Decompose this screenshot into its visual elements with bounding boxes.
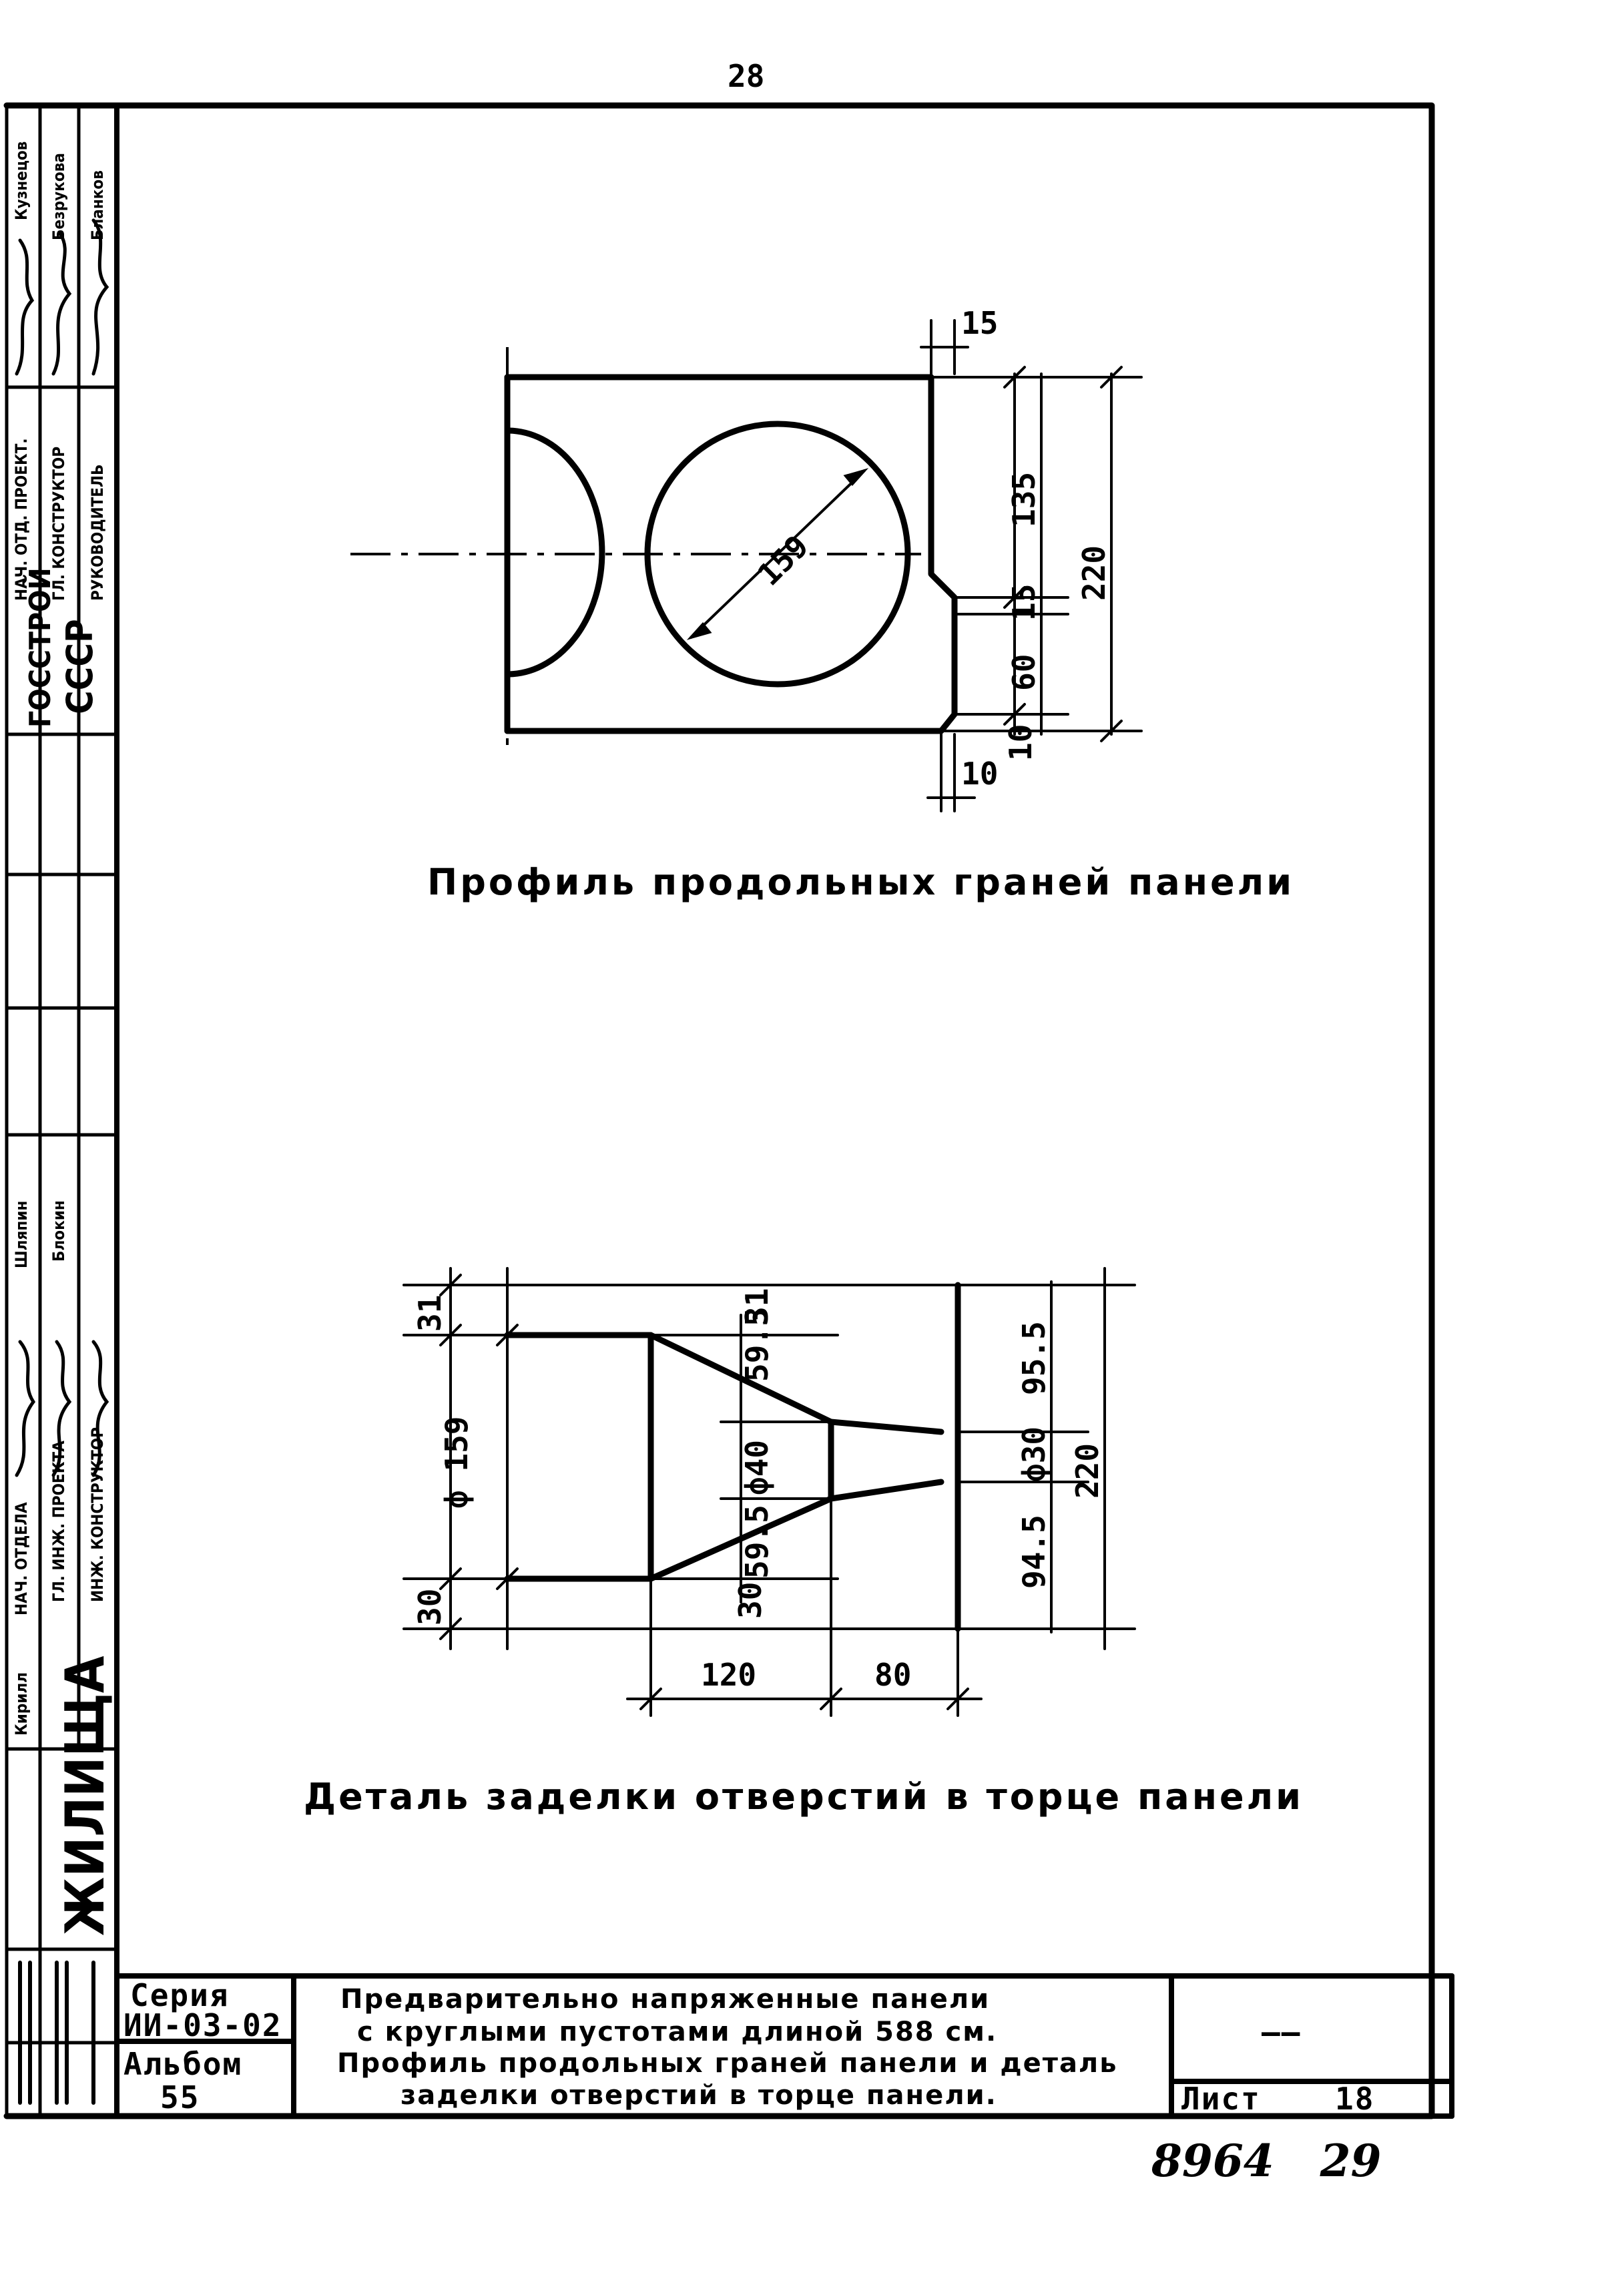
dim-31-left: 31 bbox=[412, 1295, 448, 1332]
title-line-3: Профиль продольных граней панели и детал… bbox=[337, 2048, 1118, 2079]
title-line-4: заделки отверстий в торце панели. bbox=[400, 2080, 997, 2111]
stamp-upper-role-3: РУКОВОДИТЕЛЬ bbox=[88, 465, 107, 601]
title-line-1: Предварительно напряженные панели bbox=[340, 1984, 990, 2015]
dim-135: 135 bbox=[1006, 472, 1042, 527]
dim-120: 120 bbox=[701, 1657, 756, 1693]
stamp-lower-name-2: Шляпин bbox=[12, 1201, 31, 1268]
stamp-ticks bbox=[18, 1961, 95, 2105]
dim-d40: ф40 bbox=[739, 1440, 775, 1495]
stamp-upper-role-2: ГЛ. КОНСТРУКТОР bbox=[49, 447, 68, 601]
plug-outline bbox=[504, 1332, 944, 1435]
sheet-label: Лист bbox=[1181, 2081, 1261, 2117]
dim-10-right: 10 bbox=[1003, 724, 1039, 761]
left-stamp: ЖИЛИЩА ГОССТРОЙ СССР НАЧ. ОТД. ПРОЕКТ. Г… bbox=[5, 103, 119, 2118]
caption-profile: Профиль продольных граней панели bbox=[427, 861, 1294, 903]
title-line-2: с круглыми пустотами длиной 588 см. bbox=[357, 2017, 997, 2047]
sheet-number: 18 bbox=[1335, 2081, 1374, 2117]
dim-59-5-bottom: 59.5 bbox=[739, 1505, 775, 1579]
stamp-lower-name-1: Кирилл bbox=[12, 1672, 31, 1736]
page-number: 28 bbox=[728, 58, 764, 94]
dim-95-5: 95.5 bbox=[1016, 1321, 1052, 1395]
stamp-org: ЖИЛИЩА bbox=[54, 1656, 116, 1936]
dim-30-mid: 30 bbox=[732, 1582, 768, 1619]
sheet-dash: —— bbox=[1262, 2014, 1301, 2050]
stamp-signatures bbox=[15, 218, 109, 1477]
dim-220-right: 220 bbox=[1069, 1443, 1105, 1499]
series-label: Серия bbox=[130, 1977, 229, 2013]
dim-59-5-top: 59.5 bbox=[739, 1308, 775, 1382]
dim-80: 80 bbox=[874, 1657, 911, 1693]
handwritten-number: 8964 29 bbox=[1151, 2135, 1381, 2187]
half-void bbox=[504, 427, 605, 678]
dim-31-top: 31 bbox=[739, 1288, 775, 1325]
stamp-gosstroy: ГОССТРОЙ bbox=[22, 567, 57, 728]
dim-60: 60 bbox=[1006, 654, 1042, 691]
series-value: ИИ-03-02 bbox=[123, 2007, 282, 2043]
dim-10-bottom: 10 bbox=[961, 756, 998, 792]
dim-d159: ф 159 bbox=[439, 1417, 475, 1509]
stamp-upper-name-2: Безрукова bbox=[49, 153, 68, 240]
album-label: Альбом bbox=[123, 2046, 242, 2082]
dim-diameter: 159 bbox=[751, 528, 816, 593]
dim-15-mid: 15 bbox=[1006, 584, 1042, 621]
title-block: Серия ИИ-03-02 Альбом 55 Предварительно … bbox=[114, 1973, 1454, 2119]
stamp-lower-role-3: ИНЖ. КОНСТРУКТОР bbox=[88, 1427, 107, 1602]
dim-d30-right: ф30 bbox=[1016, 1427, 1052, 1482]
sheet-frame bbox=[3, 102, 1435, 2119]
plug-detail-drawing: 31 ф 159 30 59.5 31 ф40 30 59.5 95.5 ф30… bbox=[402, 1267, 1136, 1717]
stamp-upper-role-1: НАЧ. ОТД. ПРОЕКТ. bbox=[12, 438, 31, 601]
stamp-upper-name-1: Кузнецов bbox=[12, 142, 31, 220]
dim-15-top: 15 bbox=[961, 305, 998, 341]
album-value: 55 bbox=[160, 2079, 200, 2115]
stamp-lower-role-1: НАЧ. ОТДЕЛА bbox=[12, 1502, 31, 1615]
caption-plug-detail: Деталь заделки отверстий в торце панели bbox=[304, 1776, 1304, 1818]
dim-30-left: 30 bbox=[412, 1589, 448, 1625]
stamp-ussr: СССР bbox=[59, 619, 101, 714]
dim-94-5: 94.5 bbox=[1016, 1515, 1052, 1589]
stamp-lower-name-3: Блокин bbox=[49, 1200, 68, 1262]
profile-drawing: 159 1 bbox=[350, 305, 1143, 812]
dim-220: 220 bbox=[1076, 545, 1112, 601]
